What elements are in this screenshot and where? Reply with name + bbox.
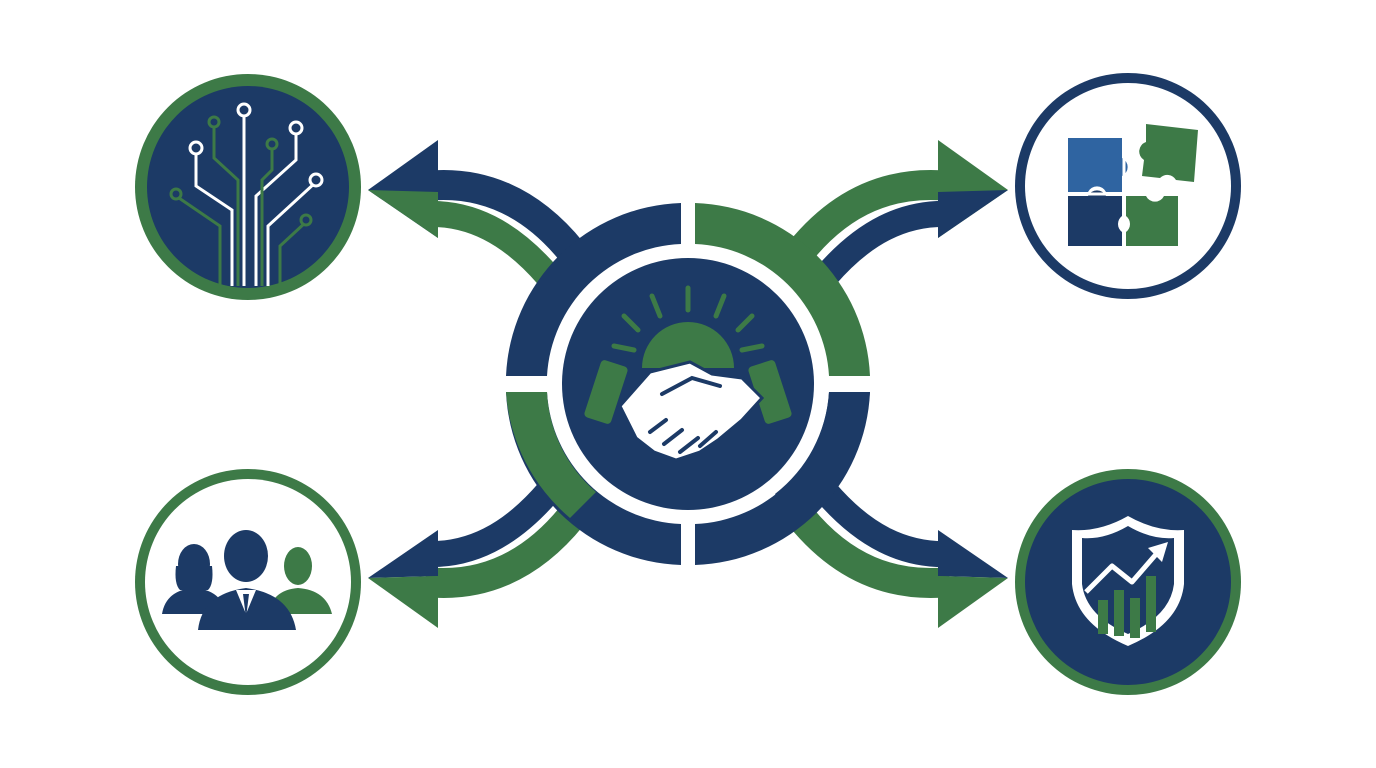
arrow-top-right xyxy=(788,140,1008,285)
arrow-bottom-left xyxy=(368,483,584,628)
node-bottom-right xyxy=(1015,469,1241,695)
team-people-icon xyxy=(162,530,332,630)
shield-growth-chart-icon xyxy=(1072,516,1184,646)
puzzle-pieces-icon xyxy=(1068,124,1198,248)
node-top-right xyxy=(1015,73,1241,299)
node-bottom-left xyxy=(135,469,361,695)
arrow-top-left xyxy=(368,140,584,285)
handshake-icon xyxy=(584,285,792,462)
circuit-tree-icon xyxy=(169,102,324,286)
center-hub xyxy=(506,203,870,565)
hub-ring-segment-top-right xyxy=(695,203,870,376)
hub-ring-segment-top-left xyxy=(506,203,681,376)
node-top-left xyxy=(135,74,361,300)
arrow-bottom-right xyxy=(788,483,1008,628)
